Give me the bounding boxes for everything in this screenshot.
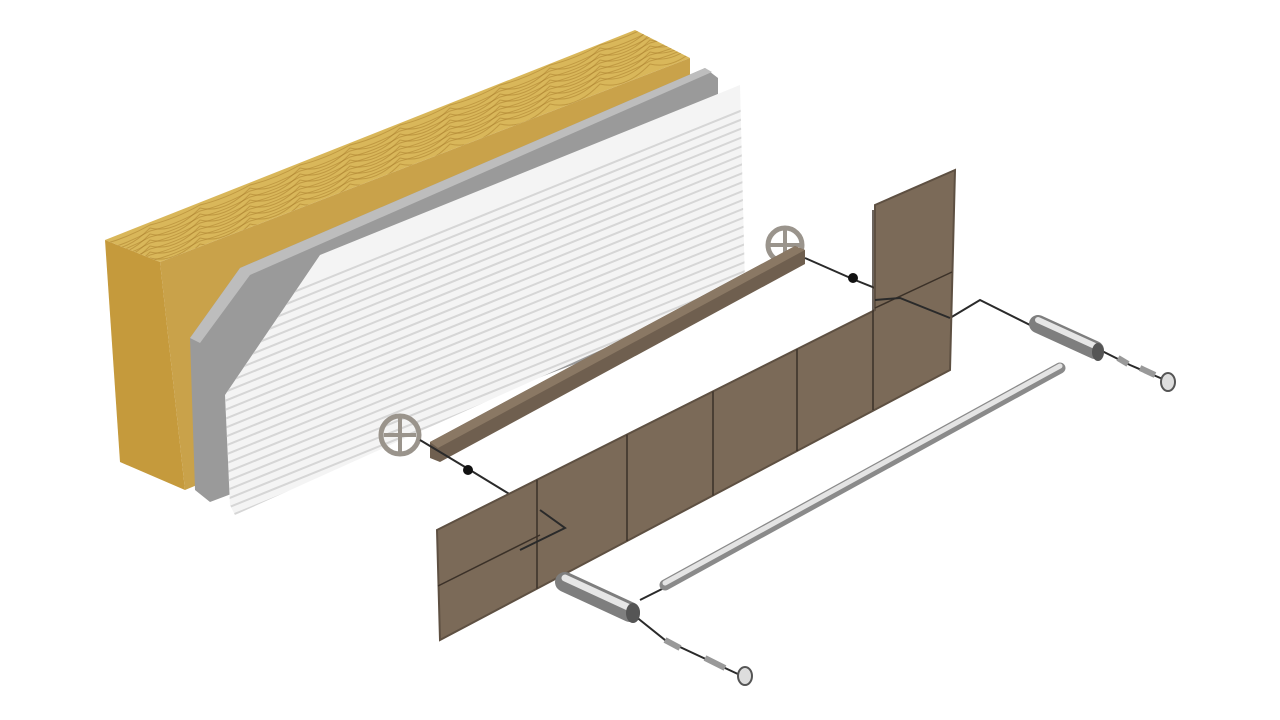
groove-line bbox=[225, 129, 745, 358]
grain-line bbox=[105, 30, 690, 262]
support-rail bbox=[430, 246, 805, 462]
grain-line bbox=[105, 30, 690, 246]
groove-line bbox=[225, 219, 745, 448]
wire-clip bbox=[463, 465, 473, 475]
cladding-panels bbox=[435, 168, 957, 642]
panel-seam bbox=[437, 534, 541, 587]
grain-line bbox=[105, 30, 690, 262]
grain-line bbox=[105, 30, 690, 262]
groove-line bbox=[225, 120, 745, 349]
tensioner-cylinder-left bbox=[555, 572, 640, 623]
end-fitting-left bbox=[663, 637, 753, 686]
groove-line bbox=[225, 246, 745, 475]
steel-rod bbox=[659, 362, 1066, 591]
groove-line bbox=[225, 255, 745, 484]
wire-clip bbox=[848, 273, 858, 283]
grain-line bbox=[105, 30, 690, 258]
groove-line bbox=[225, 237, 745, 466]
wood-grain bbox=[105, 30, 690, 262]
groove-line bbox=[225, 192, 745, 421]
groove-line bbox=[225, 201, 745, 430]
panel-seam bbox=[874, 271, 953, 309]
grain-line bbox=[105, 30, 690, 262]
groove-line bbox=[225, 165, 745, 394]
panel-seams bbox=[437, 210, 953, 589]
groove-line bbox=[225, 174, 745, 403]
groove-line bbox=[225, 147, 745, 376]
tensioner-cylinder-right bbox=[1029, 315, 1104, 361]
grain-line bbox=[105, 30, 690, 262]
groove-line bbox=[225, 210, 745, 439]
groove-line bbox=[225, 264, 745, 493]
groove-line bbox=[225, 183, 745, 412]
grain-line bbox=[105, 30, 690, 262]
wood-top-face bbox=[105, 30, 690, 262]
groove-line bbox=[225, 138, 745, 367]
groove-line bbox=[225, 273, 745, 502]
groove-line bbox=[225, 156, 745, 385]
wood-end-face bbox=[105, 240, 185, 490]
grain-line bbox=[105, 30, 690, 262]
grain-line bbox=[105, 30, 690, 262]
grain-line bbox=[105, 30, 690, 256]
spacer-wheel-left bbox=[378, 413, 422, 457]
end-fitting-right bbox=[1116, 355, 1176, 392]
groove-line bbox=[225, 228, 745, 457]
groove-line bbox=[225, 111, 745, 340]
